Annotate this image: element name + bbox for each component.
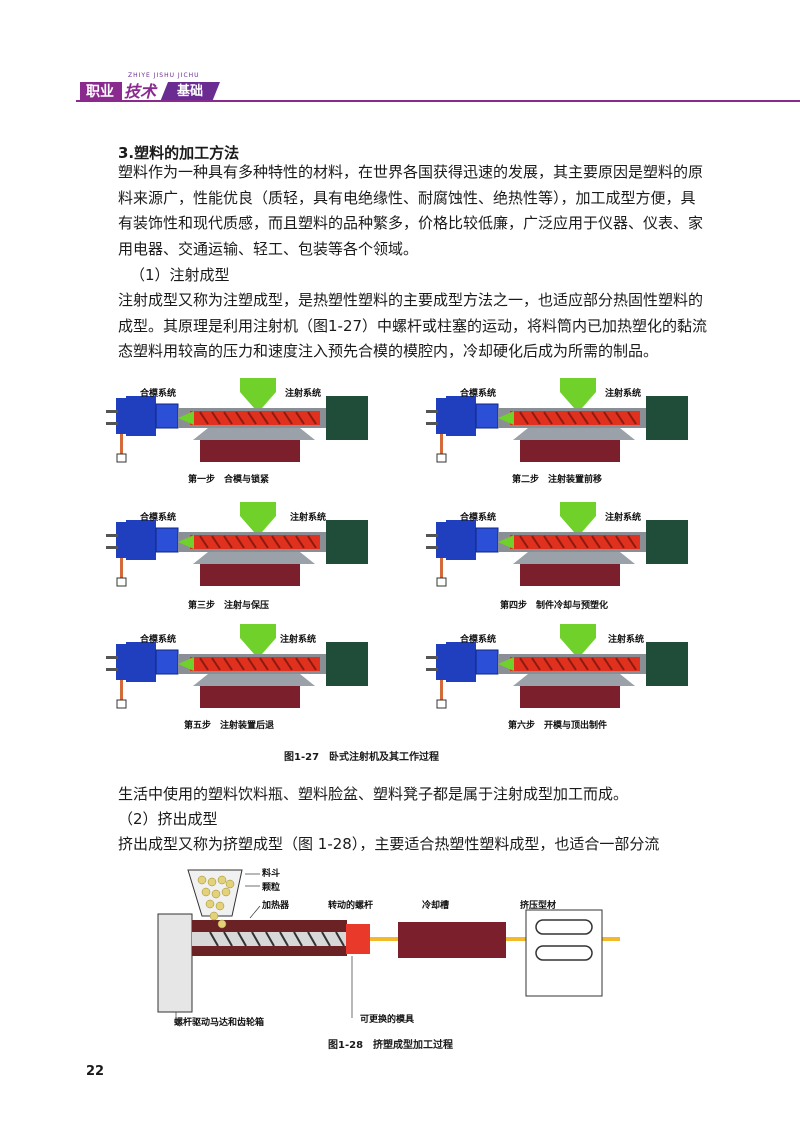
header-part3: 基础 — [160, 82, 220, 102]
screw-label: 转动的螺杆 — [328, 899, 373, 911]
header-rule — [76, 100, 800, 102]
die-label: 可更换的模具 — [360, 1013, 414, 1025]
step-1-diagram: 合模系统 注射系统 第一步 合模与锁紧 — [105, 378, 369, 485]
step-2-caption: 第二步 注射装置前移 — [512, 473, 602, 485]
inject-label-1: 注射系统 — [285, 387, 321, 399]
paragraph-2: 注射成型又称为注塑成型，是热塑性塑料的主要成型方法之一，也适应部分热固性塑料的成… — [118, 288, 708, 365]
paragraph-2-text: 注射成型又称为注塑成型，是热塑性塑料的主要成型方法之一，也适应部分热固性塑料的成… — [118, 291, 708, 360]
inject-label-2: 注射系统 — [605, 387, 641, 399]
clamp-label-6: 合模系统 — [460, 633, 496, 645]
subheading-injection: （1）注射成型 — [130, 266, 230, 284]
figure-1-28-caption: 图1-28 挤塑成型加工过程 — [328, 1040, 454, 1051]
header-part2: 技术 — [123, 82, 156, 101]
paragraph-4: 挤出成型又称为挤塑成型（图 1-28），主要适合热塑性塑料成型，也适合一部分流 — [118, 832, 708, 858]
inject-label-5: 注射系统 — [280, 633, 316, 645]
header-part1: 职业 — [80, 82, 122, 102]
step-5-caption: 第五步 注射装置后退 — [184, 719, 274, 731]
step-2-diagram: 合模系统 注射系统 第二步 注射装置前移 — [425, 378, 689, 485]
step-4-caption: 第四步 制件冷却与预塑化 — [500, 599, 608, 611]
heater-label: 加热器 — [261, 899, 290, 911]
figure-extrusion: 料斗 颗粒 加热器 转动的螺杆 冷却槽 挤压型材 螺杆驱动马达和齿轮箱 可更换的… — [157, 867, 620, 1028]
inject-label-6: 注射系统 — [608, 633, 644, 645]
header-banner: 职业 技术 基础 — [80, 80, 222, 102]
clamp-label-3: 合模系统 — [140, 511, 176, 523]
cooling-label: 冷却槽 — [422, 899, 449, 911]
subheading-extrusion: （2）挤出成型 — [118, 810, 218, 828]
motor-label: 螺杆驱动马达和齿轮箱 — [174, 1016, 264, 1028]
figure-injection-steps: 合模系统 注射系统 第一步 合模与锁紧 合模系统 注射系统 第二步 注射装置前移… — [105, 378, 689, 731]
step-4-diagram: 合模系统 注射系统 第四步 制件冷却与预塑化 — [425, 501, 689, 611]
clamp-label-4: 合模系统 — [460, 511, 496, 523]
inject-label-3: 注射系统 — [290, 511, 326, 523]
figure-1-27-caption: 图1-27 卧式注射机及其工作过程 — [284, 752, 440, 763]
clamp-label-5: 合模系统 — [140, 633, 176, 645]
step-6-caption: 第六步 开模与顶出制件 — [508, 719, 607, 731]
header-pinyin: ZHIYE JISHU JICHU — [128, 72, 200, 79]
inject-label-4: 注射系统 — [605, 511, 641, 523]
step-3-diagram: 合模系统 注射系统 第三步 注射与保压 — [105, 501, 369, 611]
step-6-diagram: 合模系统 注射系统 第六步 开模与顶出制件 — [425, 623, 689, 731]
paragraph-3-text: 生活中使用的塑料饮料瓶、塑料脸盆、塑料凳子都是属于注射成型加工而成。 — [118, 785, 629, 803]
extrudate-label: 挤压型材 — [520, 899, 556, 911]
clamp-label-1: 合模系统 — [140, 387, 176, 399]
step-3-caption: 第三步 注射与保压 — [188, 599, 269, 611]
paragraph-1-text: 塑料作为一种具有多种特性的材料，在世界各国获得迅速的发展，其主要原因是塑料的原料… — [118, 163, 704, 258]
paragraph-4-text: 挤出成型又称为挤塑成型（图 1-28），主要适合热塑性塑料成型，也适合一部分流 — [118, 835, 660, 853]
step-1-caption: 第一步 合模与锁紧 — [188, 473, 269, 485]
section-title: 3.塑料的加工方法 — [118, 144, 240, 162]
pellets-label: 颗粒 — [262, 881, 280, 893]
step-5-diagram: 合模系统 注射系统 第五步 注射装置后退 — [105, 623, 369, 731]
hopper-label: 料斗 — [262, 867, 280, 879]
paragraph-3: 生活中使用的塑料饮料瓶、塑料脸盆、塑料凳子都是属于注射成型加工而成。 — [118, 782, 708, 808]
paragraph-1: 塑料作为一种具有多种特性的材料，在世界各国获得迅速的发展，其主要原因是塑料的原料… — [118, 160, 708, 262]
page-number: 22 — [86, 1064, 105, 1079]
clamp-label-2: 合模系统 — [460, 387, 496, 399]
